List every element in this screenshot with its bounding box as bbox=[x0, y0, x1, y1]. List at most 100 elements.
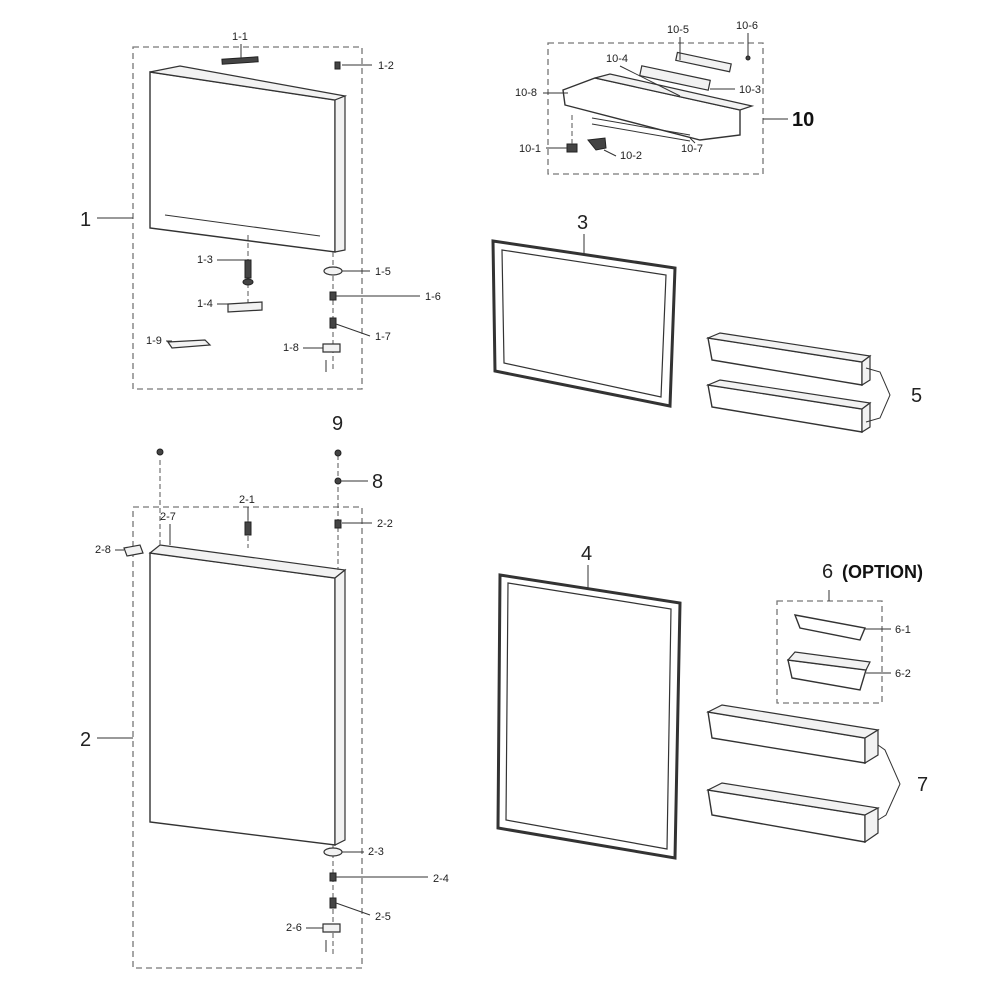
part-1-3-pin bbox=[244, 259, 252, 279]
lower-door-side bbox=[334, 568, 346, 846]
part-10-2-latch bbox=[587, 137, 607, 151]
label-5: 5 bbox=[911, 385, 922, 407]
label-10-6: 10-6 bbox=[736, 20, 758, 32]
label-1-9: 1-9 bbox=[146, 335, 162, 347]
part-3-gasket-outer bbox=[491, 239, 677, 408]
label-10-2: 10-2 bbox=[620, 150, 642, 162]
label-10-3: 10-3 bbox=[739, 84, 761, 96]
part-1-3-head bbox=[242, 278, 254, 286]
upper-door-bottom-edge bbox=[164, 214, 321, 237]
upper-gasket: 3 bbox=[491, 212, 677, 408]
label-10-8: 10-8 bbox=[515, 87, 537, 99]
label-10-1: 10-1 bbox=[519, 143, 541, 155]
part-6-2-bin-top bbox=[786, 651, 871, 671]
lower-bin-b-side bbox=[864, 806, 879, 844]
part-9-washer bbox=[334, 449, 342, 457]
lower-door-assembly: 2 2-1 2-2 2-3 2-4 2-5 2-6 2-7 2-8 9 8 bbox=[80, 413, 449, 969]
part-1-6-bushing bbox=[329, 291, 337, 301]
label-6-1: 6-1 bbox=[895, 624, 911, 636]
part-2-3-hinge-cap bbox=[323, 847, 343, 857]
part-2-6-bracket bbox=[322, 923, 341, 933]
upper-bin-a-side bbox=[861, 354, 871, 387]
label-2-4: 2-4 bbox=[433, 873, 449, 885]
lower-bin-a-side bbox=[864, 728, 879, 765]
part-1-7-pin bbox=[329, 317, 337, 329]
part-10-3-plate bbox=[639, 65, 711, 91]
lower-bin-a bbox=[706, 704, 880, 765]
upper-door-bins: 5 bbox=[705, 332, 922, 434]
label-1-3: 1-3 bbox=[197, 254, 213, 266]
leader-1-7 bbox=[335, 323, 371, 337]
label-8: 8 bbox=[372, 471, 383, 493]
part-1-4-stopper bbox=[227, 301, 263, 313]
option-door-bins: 6 (OPTION) 6-1 6-2 bbox=[776, 561, 923, 704]
upper-bin-a bbox=[705, 332, 872, 387]
label-2-5: 2-5 bbox=[375, 911, 391, 923]
label-1: 1 bbox=[80, 209, 91, 231]
part-10-7-rod-2 bbox=[591, 123, 691, 142]
leader-10-2 bbox=[603, 149, 617, 157]
part-10-housing-top bbox=[594, 73, 755, 111]
label-2-6: 2-6 bbox=[286, 922, 302, 934]
part-6-1-rail bbox=[793, 614, 866, 641]
label-7: 7 bbox=[917, 774, 928, 796]
label-2-3: 2-3 bbox=[368, 846, 384, 858]
lower-gasket: 4 bbox=[496, 543, 682, 860]
part-8-cap bbox=[334, 477, 342, 485]
leader-10-7 bbox=[689, 137, 696, 144]
lower-bin-b bbox=[706, 782, 880, 844]
part-10-6-screw bbox=[745, 55, 751, 61]
part-4-gasket-outer bbox=[496, 573, 682, 860]
part-2-8-cap bbox=[123, 544, 144, 557]
upper-bin-b bbox=[705, 379, 872, 434]
part-2-4-bushing bbox=[329, 872, 337, 882]
upper-door-side bbox=[334, 95, 346, 253]
label-6: 6 bbox=[822, 561, 833, 583]
part-1-8-bracket bbox=[322, 343, 341, 353]
part-10-1-clip bbox=[566, 143, 578, 153]
part-10-5-bracket bbox=[675, 51, 732, 73]
label-2-7: 2-7 bbox=[160, 511, 176, 523]
part-3-gasket-inner bbox=[501, 249, 667, 398]
part-4-gasket-inner bbox=[505, 582, 672, 850]
label-2: 2 bbox=[80, 729, 91, 751]
part-1-1-trim bbox=[221, 56, 259, 65]
label-2-8: 2-8 bbox=[95, 544, 111, 556]
label-4: 4 bbox=[581, 543, 592, 565]
lower-door-panel bbox=[149, 552, 336, 846]
label-2-1: 2-1 bbox=[239, 494, 255, 506]
part-2-1-screw bbox=[244, 521, 252, 536]
part-10-7-rod bbox=[591, 117, 691, 136]
upper-door-assembly: 1 1-1 1-2 1-3 1-4 1-5 1-6 1-7 1-8 1-9 bbox=[80, 31, 441, 390]
label-1-2: 1-2 bbox=[378, 60, 394, 72]
part-2-5-pin bbox=[329, 897, 337, 909]
leader-2-5 bbox=[335, 902, 371, 916]
hinge-cover-group-box bbox=[547, 42, 764, 175]
label-9: 9 bbox=[332, 413, 343, 435]
label-10-7: 10-7 bbox=[681, 143, 703, 155]
part-2-2-bushing bbox=[334, 519, 342, 529]
label-1-4: 1-4 bbox=[197, 298, 213, 310]
leader-5-bracket bbox=[865, 367, 891, 423]
leader-10-4 bbox=[619, 65, 681, 97]
lower-door-bins: 7 bbox=[706, 704, 928, 844]
label-1-6: 1-6 bbox=[425, 291, 441, 303]
label-1-8: 1-8 bbox=[283, 342, 299, 354]
label-10-4: 10-4 bbox=[606, 53, 628, 65]
label-10: 10 bbox=[792, 109, 814, 131]
option-group-box bbox=[776, 600, 883, 704]
part-lower-screw bbox=[156, 448, 164, 456]
leader-7-bracket bbox=[877, 744, 901, 821]
part-1-9-cover bbox=[166, 339, 212, 349]
part-1-5-hinge-cap bbox=[323, 266, 343, 276]
label-3: 3 bbox=[577, 212, 588, 234]
label-6-2: 6-2 bbox=[895, 668, 911, 680]
label-6-option: (OPTION) bbox=[842, 562, 923, 582]
label-1-7: 1-7 bbox=[375, 331, 391, 343]
upper-bin-b-side bbox=[861, 401, 871, 434]
part-1-2-cap bbox=[334, 61, 341, 70]
label-1-5: 1-5 bbox=[375, 266, 391, 278]
label-1-1: 1-1 bbox=[232, 31, 248, 43]
label-2-2: 2-2 bbox=[377, 518, 393, 530]
